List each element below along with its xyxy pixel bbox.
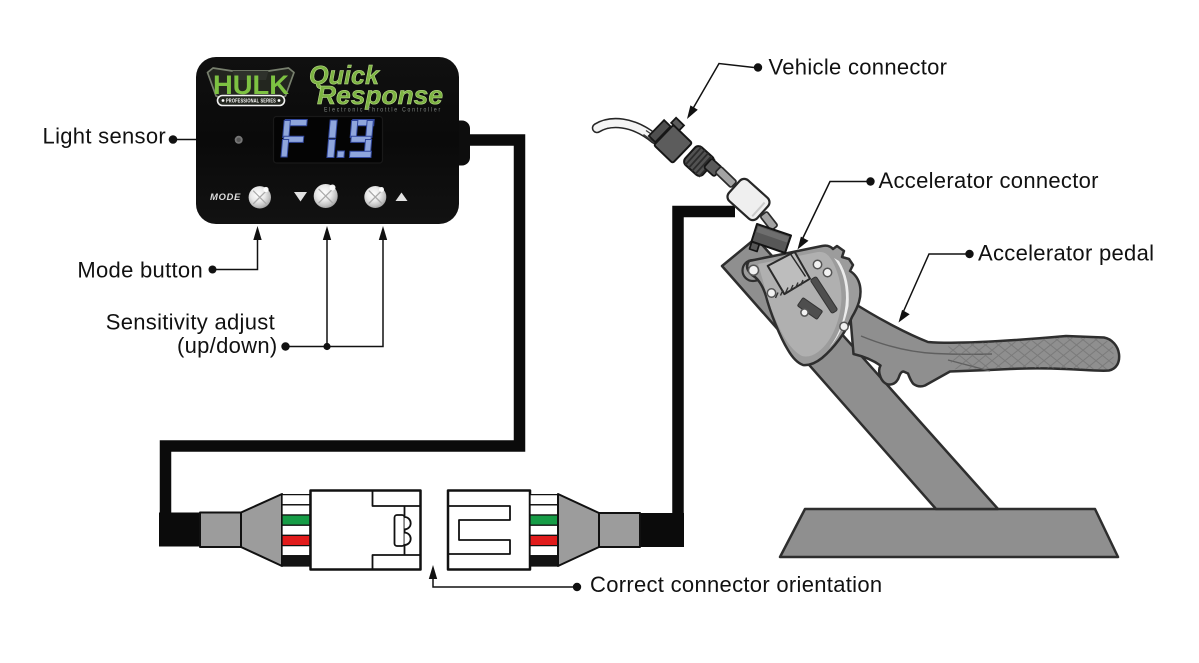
svg-text:Accelerator connector: Accelerator connector: [879, 168, 1099, 193]
svg-text:Sensitivity adjust: Sensitivity adjust: [106, 309, 275, 334]
svg-text:Response: Response: [317, 80, 443, 110]
svg-text:(up/down): (up/down): [177, 333, 278, 358]
svg-text:Light sensor: Light sensor: [43, 123, 166, 148]
svg-text:Accelerator pedal: Accelerator pedal: [978, 240, 1154, 265]
svg-text:MODE: MODE: [210, 192, 241, 203]
svg-text:Electronic Throttle Controller: Electronic Throttle Controller: [324, 107, 442, 114]
svg-text:Mode button: Mode button: [77, 258, 203, 283]
svg-text:Correct connector orientation: Correct connector orientation: [590, 572, 882, 597]
svg-text:Quick: Quick: [309, 60, 380, 90]
svg-text:PROFESSIONAL SERIES: PROFESSIONAL SERIES: [226, 99, 276, 105]
svg-text:Vehicle connector: Vehicle connector: [769, 55, 948, 80]
